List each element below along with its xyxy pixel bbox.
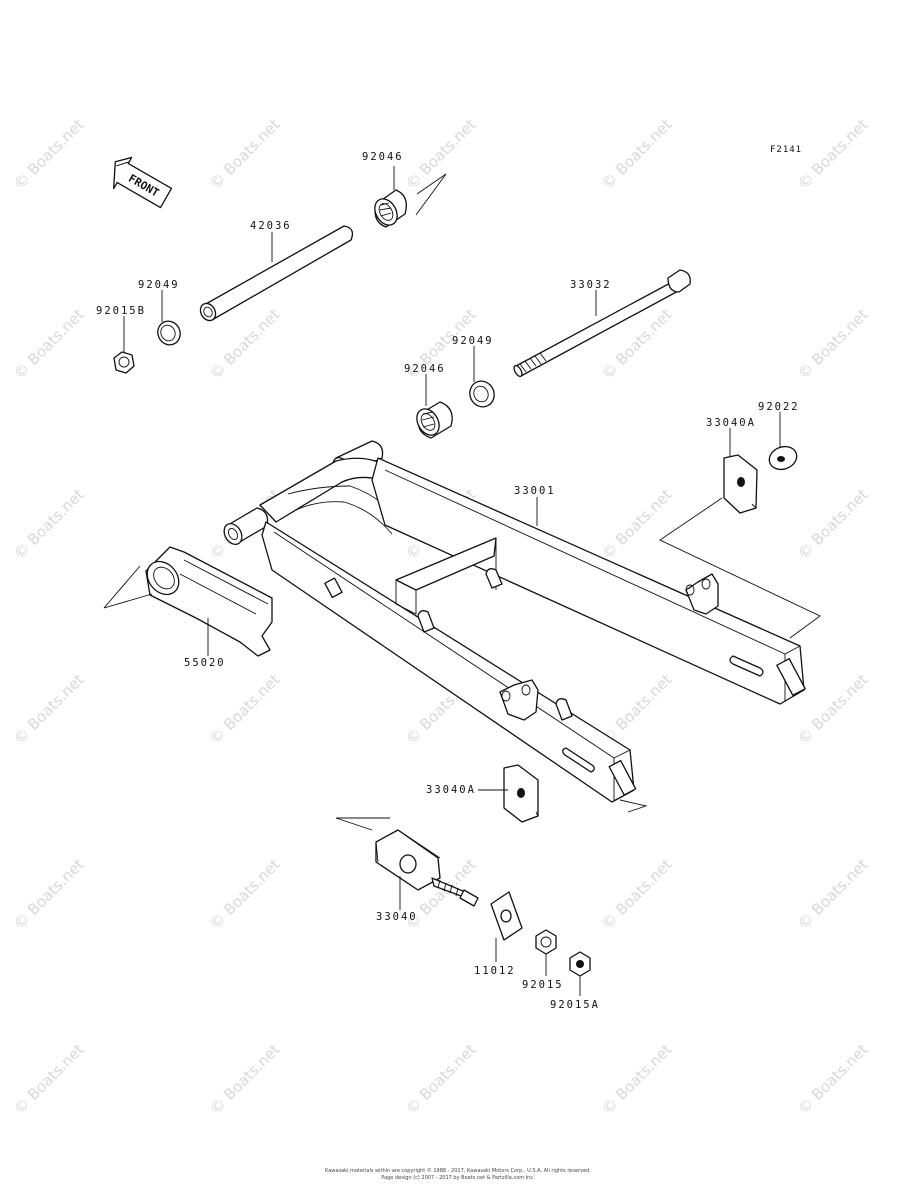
copyright-line-2: Page design (c) 2007 - 2017 by Boats.net… xyxy=(381,1175,535,1181)
part-label-92049-mid: 92049 xyxy=(452,335,494,347)
watermark-layer: © Boats.net © Boats.net © Boats.net © Boats… xyxy=(10,115,872,1118)
part-label-11012: 11012 xyxy=(474,965,516,977)
washer-92022-icon xyxy=(768,445,798,471)
part-label-92046-top: 92046 xyxy=(362,151,404,163)
watermark-text: © Boats.net xyxy=(794,1040,872,1118)
part-label-33040a-bottom: 33040A xyxy=(426,784,476,796)
nut-92015a-icon xyxy=(569,951,591,977)
part-label-92015b: 92015B xyxy=(96,305,146,317)
adjuster-plate-icon xyxy=(490,891,523,941)
part-label-55020: 55020 xyxy=(184,657,226,669)
front-arrow-icon: FRONT xyxy=(113,156,173,209)
part-label-33040: 33040 xyxy=(376,911,418,923)
needle-bearing-mid-icon xyxy=(416,401,453,439)
watermark-text: © Boats.net xyxy=(10,485,88,563)
part-label-33001: 33001 xyxy=(514,485,556,497)
chain-adjuster-plate-top-icon xyxy=(723,454,758,514)
pivot-bolt-icon xyxy=(513,269,691,378)
watermark-text: © Boats.net xyxy=(598,1040,676,1118)
part-label-92022: 92022 xyxy=(758,401,800,413)
watermark-text: © Boats.net xyxy=(10,305,88,383)
watermark-text: © Boats.net xyxy=(402,1040,480,1118)
part-label-92015a: 92015A xyxy=(550,999,600,1011)
figure-code: F2141 xyxy=(770,145,802,155)
watermark-text: © Boats.net xyxy=(794,305,872,383)
part-label-33040a-top: 33040A xyxy=(706,417,756,429)
part-label-42036: 42036 xyxy=(250,220,292,232)
watermark-text: © Boats.net xyxy=(794,115,872,193)
nut-92015b-icon xyxy=(113,351,135,374)
watermark-text: © Boats.net xyxy=(10,115,88,193)
watermark-text: © Boats.net xyxy=(206,670,284,748)
chain-adjuster-plate-bottom-icon xyxy=(503,764,539,823)
watermark-text: © Boats.net xyxy=(598,855,676,933)
seal-mid-icon xyxy=(469,380,495,408)
part-label-92049-left: 92049 xyxy=(138,279,180,291)
watermark-text: © Boats.net xyxy=(206,1040,284,1118)
watermark-text: © Boats.net xyxy=(206,855,284,933)
pivot-collar-tube-icon xyxy=(199,225,354,322)
part-label-92046-mid: 92046 xyxy=(404,363,446,375)
watermark-text: © Boats.net xyxy=(598,670,676,748)
watermark-text: © Boats.net xyxy=(794,670,872,748)
nut-92015-icon xyxy=(535,929,557,955)
watermark-text: © Boats.net xyxy=(794,855,872,933)
part-label-92015: 92015 xyxy=(522,979,564,991)
watermark-text: © Boats.net xyxy=(206,115,284,193)
needle-bearing-top-icon xyxy=(374,189,407,228)
part-label-33032: 33032 xyxy=(570,279,612,291)
watermark-text: © Boats.net xyxy=(10,670,88,748)
watermark-text: © Boats.net xyxy=(598,485,676,563)
swingarm-icon xyxy=(223,440,806,803)
copyright-line-1: Kawasaki materials within are copyright … xyxy=(325,1167,591,1174)
watermark-text: © Boats.net xyxy=(794,485,872,563)
seal-left-icon xyxy=(157,320,181,346)
chain-adjuster-icon xyxy=(375,829,479,907)
watermark-text: © Boats.net xyxy=(598,115,676,193)
chain-slider-icon xyxy=(145,546,273,657)
watermark-text: © Boats.net xyxy=(10,855,88,933)
watermark-text: © Boats.net xyxy=(10,1040,88,1118)
